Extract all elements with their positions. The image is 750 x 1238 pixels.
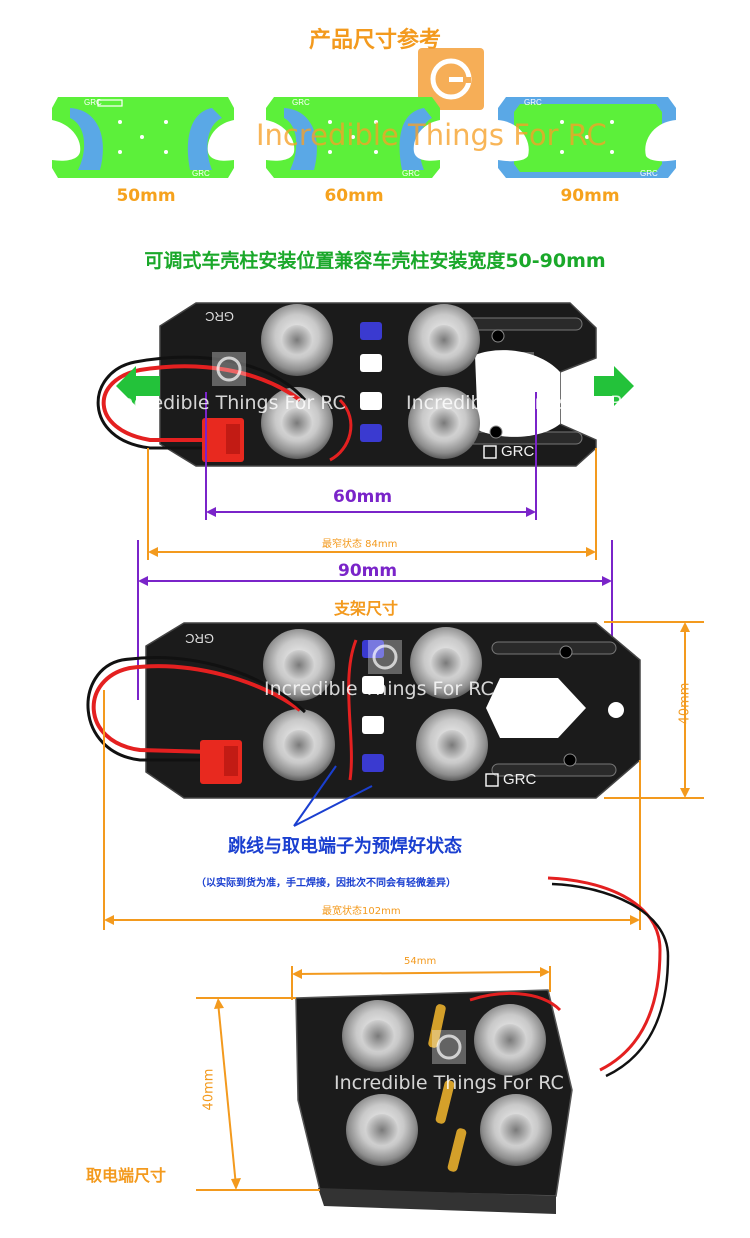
svg-text:GRC: GRC — [84, 98, 102, 107]
presolder-note: 跳线与取电端子为预焊好状态 — [228, 836, 462, 857]
svg-text:GRC: GRC — [524, 98, 542, 107]
brand-label-board2: GRC — [503, 771, 537, 788]
dim-label-54mm: 54mm — [404, 956, 437, 967]
plate-label-90mm: 90mm — [560, 186, 620, 206]
svg-text:GRC: GRC — [185, 631, 214, 646]
watermark-text-board1-left: Incredible Things For RC — [116, 392, 346, 414]
watermark-text-board2: Incredible Things For RC — [264, 678, 494, 700]
plate-50mm: GRC GRC — [52, 97, 234, 178]
board-wide: GRC — [86, 622, 641, 799]
dim-label-40mm-terminal: 40mm — [201, 1068, 217, 1111]
terminal-board — [295, 989, 573, 1214]
dim-label-60mm: 60mm — [333, 487, 393, 507]
dim-label-narrow: 最窄状态 84mm — [322, 539, 398, 550]
svg-text:GRC: GRC — [205, 309, 234, 324]
plate-60mm: GRC GRC — [266, 97, 440, 178]
plate-label-50mm: 50mm — [116, 186, 176, 206]
dim-54mm — [291, 966, 551, 1000]
terminal-size-label: 取电端尺寸 — [86, 1166, 167, 1185]
g-logo-icon — [430, 58, 472, 100]
dim-102mm — [103, 690, 641, 930]
bracket-size-label: 支架尺寸 — [334, 599, 399, 618]
svg-text:GRC: GRC — [402, 169, 420, 178]
batch-disclaimer: （以实际到货为准，手工焊接，因批次不同会有轻微差异） — [196, 878, 456, 889]
watermark-text-board1-right: Incredible Things For RC — [406, 392, 636, 414]
watermark-logo-icon — [212, 352, 534, 1064]
dim-label-40mm-bracket: 40mm — [677, 682, 693, 725]
svg-text:GRC: GRC — [292, 98, 310, 107]
watermark-text-terminal: Incredible Things For RC — [334, 1072, 564, 1094]
svg-text:GRC: GRC — [640, 169, 658, 178]
plate-label-60mm: 60mm — [324, 186, 384, 206]
plate-90mm: GRC GRC — [498, 97, 676, 178]
dim-label-90mm: 90mm — [338, 561, 398, 581]
svg-text:GRC: GRC — [192, 169, 210, 178]
compatibility-subtitle: 可调式车壳柱安装位置兼容车壳柱安装宽度50-90mm — [144, 250, 606, 272]
top-plates-svg: GRC GRC GRC GRC GRC GRC — [52, 97, 676, 178]
brand-label-board1: GRC — [501, 443, 535, 460]
dim-label-widest: 最宽状态102mm — [322, 906, 401, 917]
board-narrow: GRC — [96, 302, 597, 467]
watermark-text-top: Incredible Things For RC — [256, 118, 607, 152]
